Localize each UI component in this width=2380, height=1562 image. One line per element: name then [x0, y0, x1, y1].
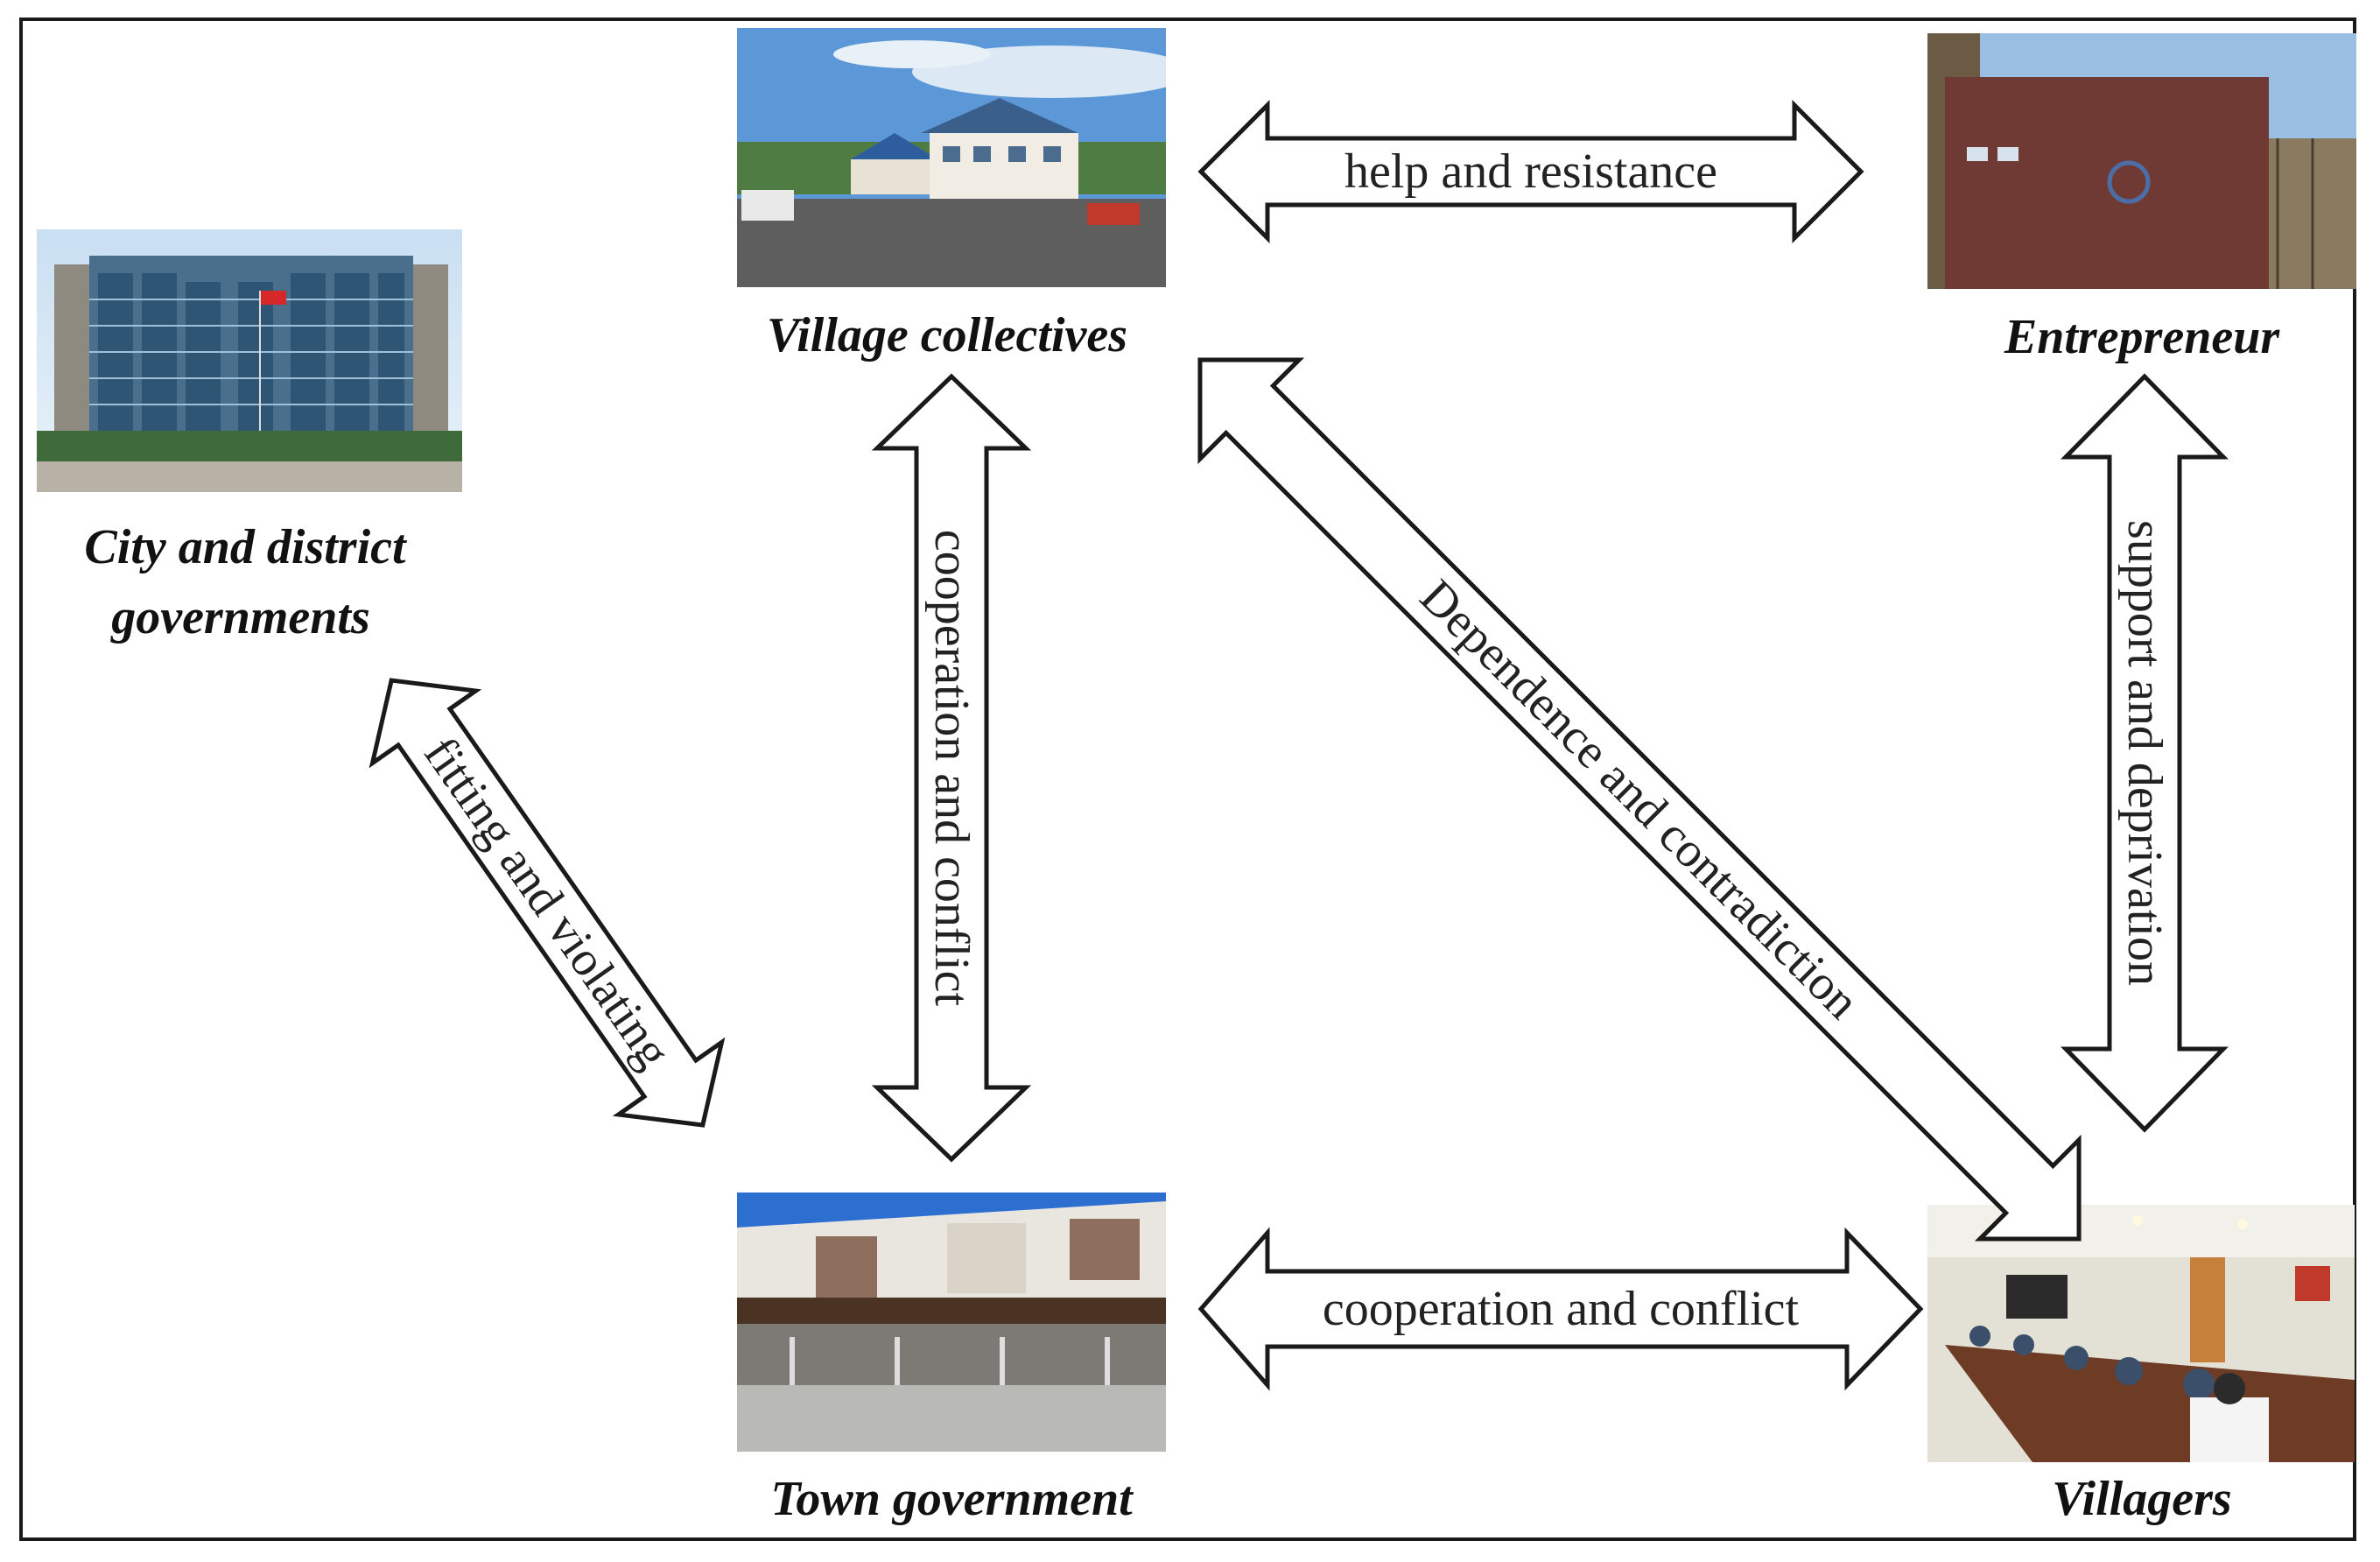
double-arrow-icon [871, 373, 1032, 1163]
relation-label-village-villagers: Dependence and contradiction [1409, 569, 1869, 1029]
arrow-support-and-deprivation: support and deprivation [2061, 373, 2229, 1133]
city-government-label-line1: City and district [84, 520, 406, 574]
village-collectives-label: Village collectives [766, 308, 1128, 362]
double-arrow-icon [1197, 99, 1864, 244]
town-government-label: Town government [770, 1472, 1133, 1526]
arrow-dependence-and-contradiction: Dependence and contradiction [1197, 357, 2082, 1242]
arrow-fitting-and-violating: fitting and violating [369, 678, 726, 1128]
relation-label-city-town: fitting and violating [413, 728, 681, 1078]
arrow-cooperation-and-conflict-vertical: cooperation and conflict [871, 373, 1032, 1163]
relation-label-village-town: cooperation and conflict [924, 530, 979, 1007]
relation-label-entrepreneur-villagers: support and deprivation [2117, 520, 2172, 986]
arrow-cooperation-and-conflict-horizontal: cooperation and conflict [1197, 1227, 1924, 1391]
entrepreneur-photo [1927, 33, 2356, 289]
city-government-label-line2: governments [111, 590, 370, 644]
city-government-photo [37, 229, 462, 492]
arrow-help-and-resistance: help and resistance [1197, 99, 1864, 244]
villagers-label: Villagers [2052, 1472, 2232, 1526]
double-arrow-icon [1197, 357, 2082, 1242]
double-arrow-icon [2061, 373, 2229, 1133]
double-arrow-icon [369, 678, 726, 1128]
entrepreneur-label: Entrepreneur [2004, 310, 2280, 364]
relation-label-town-villagers: cooperation and conflict [1323, 1282, 1800, 1336]
town-government-photo [737, 1193, 1166, 1452]
double-arrow-icon [1197, 1227, 1924, 1391]
village-collectives-photo [737, 28, 1166, 287]
relation-label-help-and-resistance: help and resistance [1344, 144, 1717, 199]
